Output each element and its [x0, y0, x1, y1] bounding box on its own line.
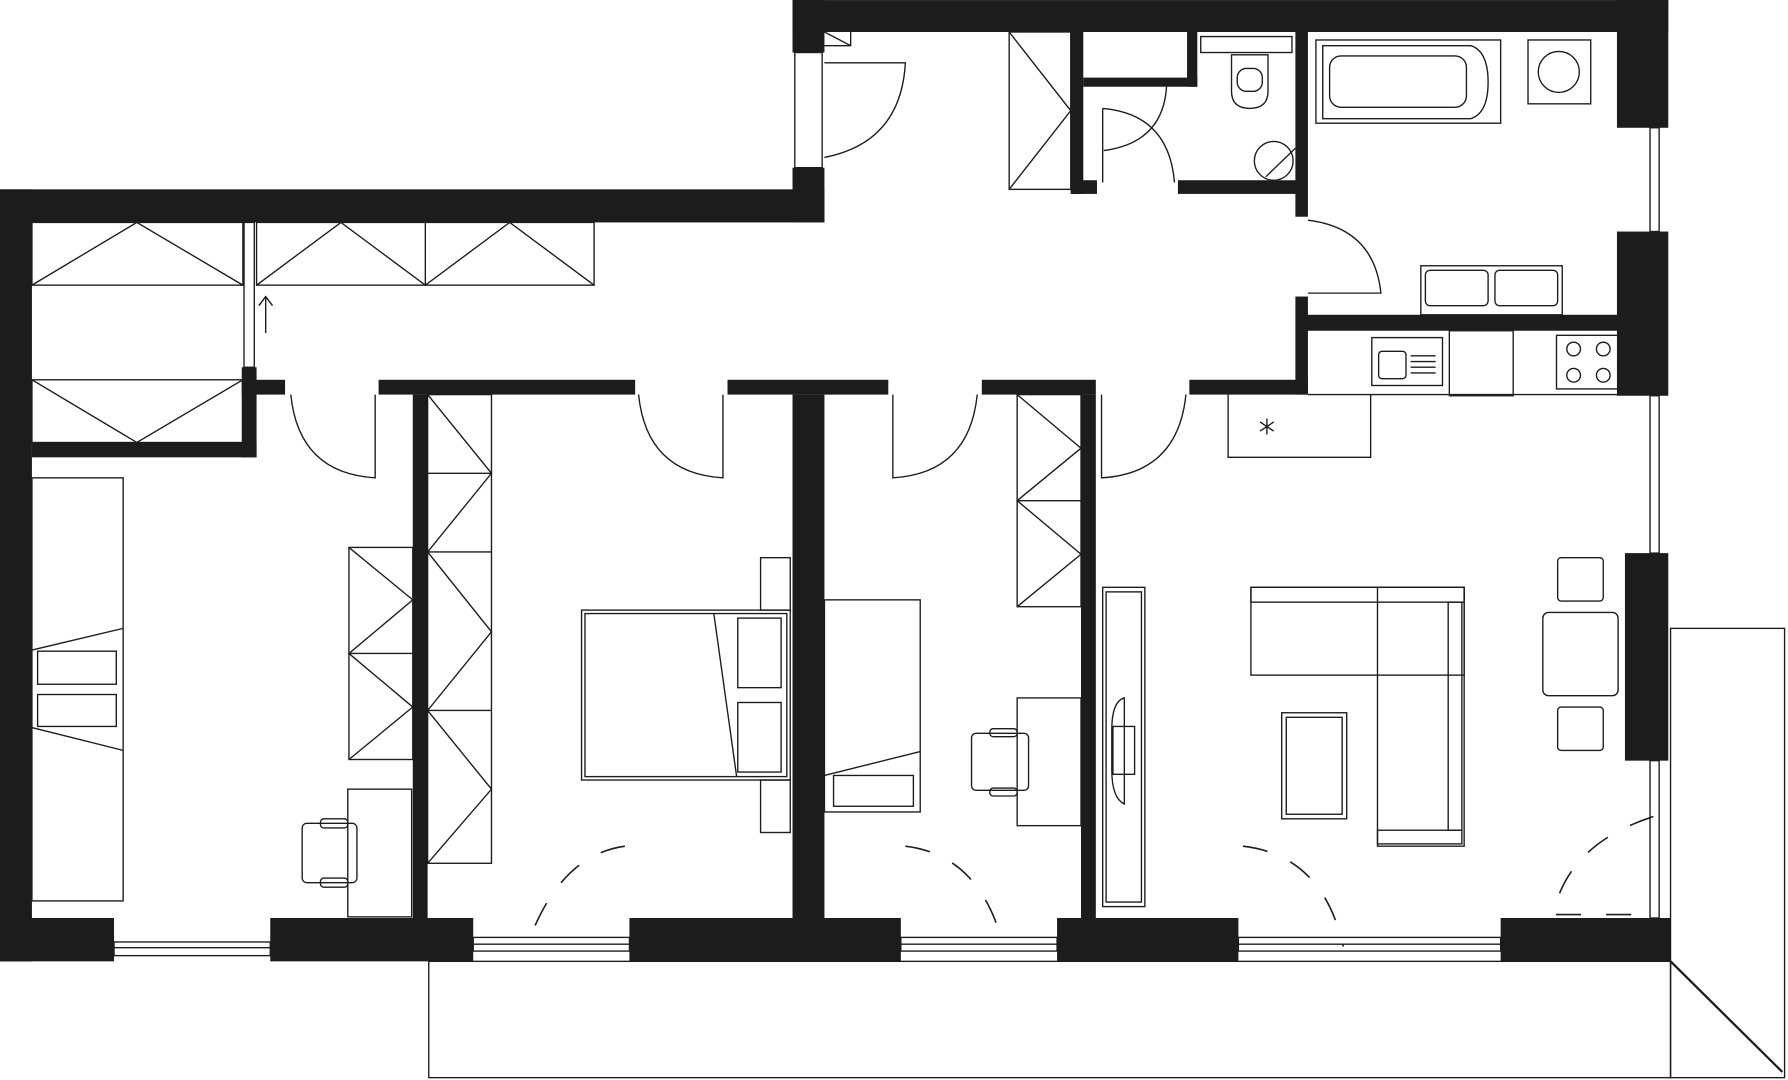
- walls: [0, 0, 1671, 962]
- doors: [290, 62, 1654, 947]
- furniture: [31, 31, 1625, 918]
- wall-bottom-4: [1057, 918, 1239, 962]
- wall-corridor-top: [0, 189, 825, 223]
- wall-interior-h2: [378, 379, 636, 395]
- door-room1: [290, 394, 376, 479]
- door-room3: [892, 394, 978, 479]
- wall-bath-bottom: [1297, 314, 1625, 331]
- wall-room2-right: [792, 394, 825, 919]
- wall-room1-right: [412, 394, 428, 919]
- wall-closet-bottom: [1083, 77, 1198, 87]
- wall-bottom-5: [1500, 918, 1671, 962]
- wall-bath-left-a: [1295, 31, 1308, 217]
- wall-entry-upper: [792, 0, 825, 53]
- door-closet: [1103, 86, 1168, 152]
- wall-wc-bottom-a: [1070, 180, 1097, 194]
- door-living: [1100, 394, 1187, 479]
- wall-right-living: [1624, 553, 1669, 761]
- wall-left: [0, 189, 32, 962]
- door-wc: [1101, 107, 1176, 183]
- wall-interior-h3: [727, 379, 889, 395]
- wall-wc-bottom-b: [1177, 180, 1298, 194]
- wall-bottom-3: [629, 918, 901, 962]
- wall-right-upper: [1616, 0, 1669, 128]
- wall-room3-right: [1081, 394, 1096, 919]
- wall-bottom-2: [270, 918, 474, 962]
- wall-top: [792, 0, 1669, 32]
- windows: [113, 51, 1660, 957]
- wall-storage-side: [241, 367, 257, 458]
- wall-interior-h4: [981, 379, 1096, 395]
- balcony: [428, 627, 1786, 1079]
- wall-bath-left-b: [1295, 296, 1308, 395]
- door-room2: [637, 394, 724, 479]
- wall-wc-left: [1070, 31, 1084, 194]
- door-bath: [1307, 219, 1382, 294]
- wall-bottom-1: [0, 918, 115, 962]
- wall-storage-bottom: [31, 442, 257, 458]
- door-entry: [824, 62, 907, 159]
- wall-interior-h5: [1189, 379, 1308, 395]
- wall-closet-side: [1187, 31, 1198, 87]
- wall-right-mid: [1616, 231, 1669, 396]
